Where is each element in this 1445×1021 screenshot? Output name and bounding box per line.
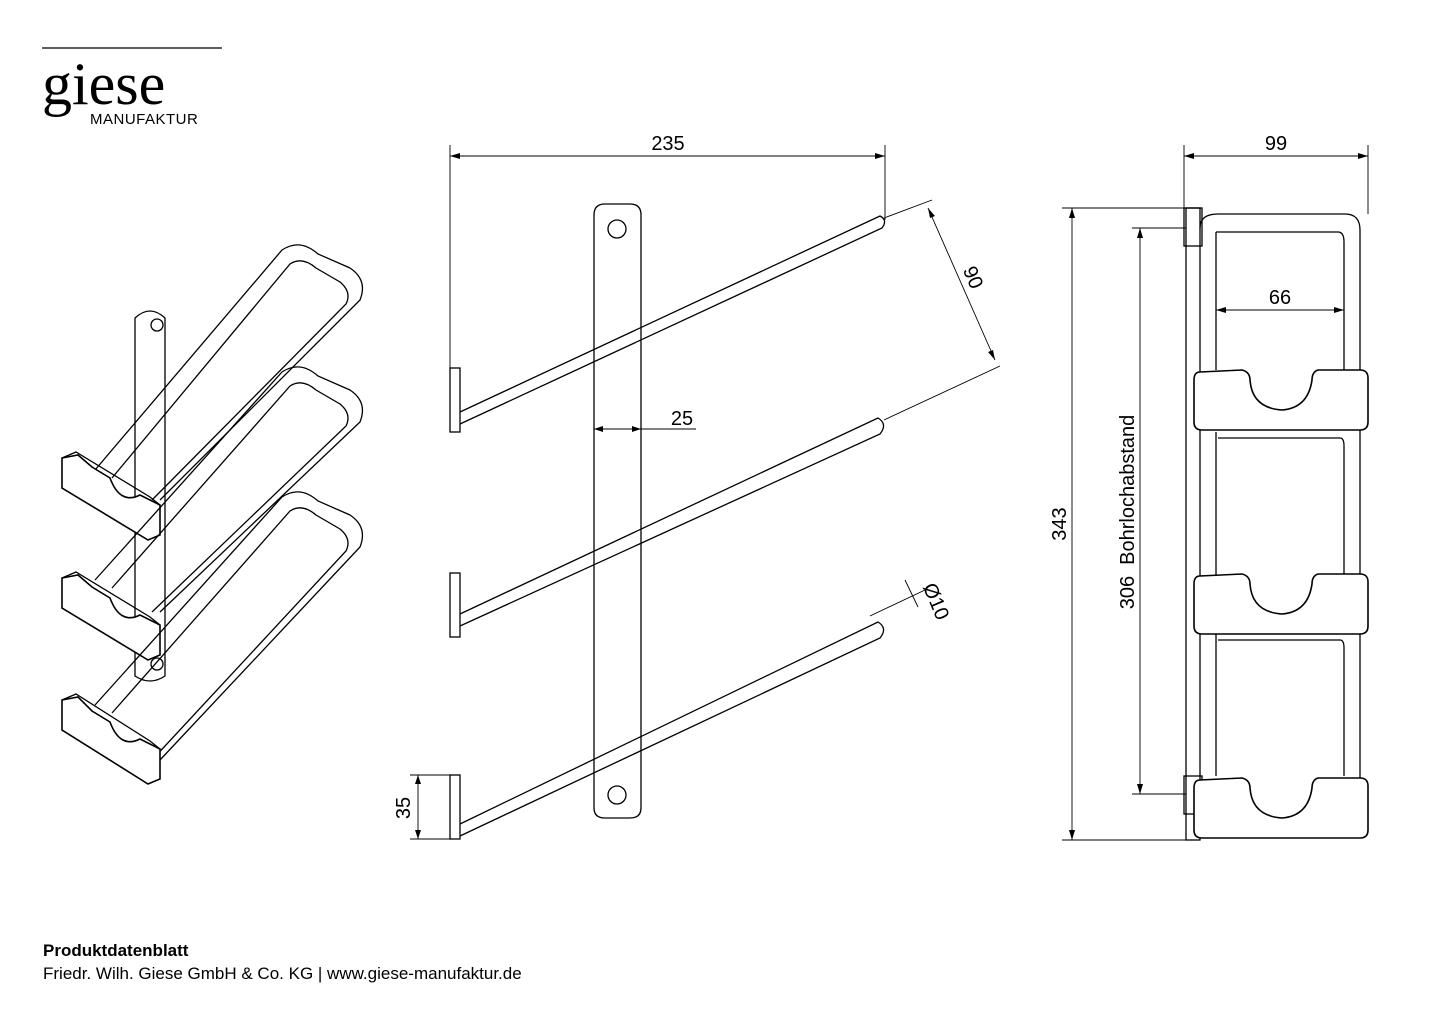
side-cap-1 bbox=[1193, 369, 1369, 431]
iso-screw-bottom bbox=[150, 657, 164, 671]
dim-depth-total: 99 bbox=[1183, 133, 1369, 214]
plan-view: 235 90 25 Ø10 35 bbox=[393, 133, 1001, 840]
dim-cap-height: 35 bbox=[393, 774, 460, 840]
iso-arm-3 bbox=[61, 491, 364, 785]
side-cap-3 bbox=[1193, 777, 1369, 839]
dim-depth-total-label: 99 bbox=[1265, 133, 1287, 155]
footer-title: Produktdatenblatt bbox=[43, 941, 189, 960]
dim-hole-distance: 306 Bohrlochabstand bbox=[1117, 227, 1186, 795]
isometric-view bbox=[61, 244, 364, 785]
plan-rod-1 bbox=[449, 215, 886, 433]
iso-screw-top bbox=[150, 318, 164, 332]
iso-arm-1 bbox=[61, 244, 364, 541]
plan-screw-bottom bbox=[607, 785, 627, 805]
iso-arm-2 bbox=[61, 366, 364, 661]
dim-rod-diameter-label: Ø10 bbox=[918, 580, 953, 623]
dim-hole-distance-label: 306 Bohrlochabstand bbox=[1117, 415, 1139, 610]
iso-cap-1 bbox=[61, 454, 161, 541]
dim-inner-width: 66 bbox=[1216, 287, 1344, 313]
dim-height-total: 343 bbox=[1049, 207, 1186, 841]
logo-wordmark: giese bbox=[42, 51, 165, 117]
brand-logo: giese MANUFAKTUR bbox=[42, 47, 222, 128]
dim-height-total-label: 343 bbox=[1049, 507, 1071, 540]
iso-cap-2 bbox=[61, 574, 161, 661]
dim-inner-width-label: 66 bbox=[1269, 287, 1291, 309]
dim-width-total: 235 bbox=[449, 133, 886, 370]
plan-rod-2 bbox=[449, 417, 885, 638]
dim-plate-width: 25 bbox=[594, 408, 696, 432]
plan-wall-plate bbox=[593, 203, 642, 819]
side-view: 99 66 343 306 Bohrlochabstand bbox=[1049, 133, 1369, 841]
logo-subline: MANUFAKTUR bbox=[90, 111, 198, 128]
iso-cap-3 bbox=[61, 696, 161, 785]
side-frame bbox=[1199, 213, 1361, 780]
dim-cap-height-label: 35 bbox=[393, 797, 415, 819]
plan-rod-3 bbox=[449, 621, 885, 840]
dim-rail-spacing: 90 bbox=[883, 199, 1001, 421]
side-wall-plate bbox=[1185, 207, 1201, 841]
dim-plate-width-label: 25 bbox=[671, 408, 693, 430]
side-cap-2 bbox=[1193, 573, 1369, 635]
dim-rail-spacing-label: 90 bbox=[958, 263, 987, 292]
dim-width-total-label: 235 bbox=[651, 133, 684, 155]
plan-screw-top bbox=[607, 219, 627, 239]
footer-company: Friedr. Wilh. Giese GmbH & Co. KG | www.… bbox=[43, 964, 522, 983]
dim-rod-diameter: Ø10 bbox=[869, 579, 953, 623]
